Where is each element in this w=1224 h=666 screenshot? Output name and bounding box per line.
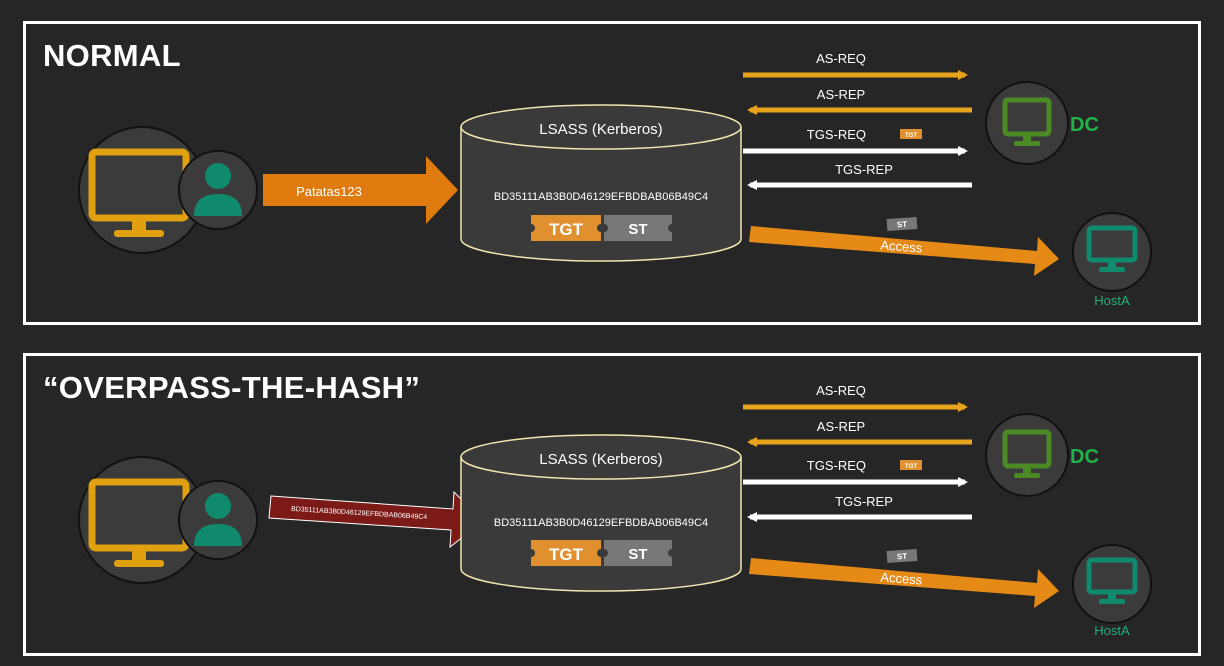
host-label: HostA <box>1094 623 1130 638</box>
panel-title: NORMAL <box>43 38 181 73</box>
hash-text: BD35111AB3B0D46129EFBDBAB06B49C4 <box>494 191 708 203</box>
svg-text:Access: Access <box>880 237 923 255</box>
access-ticket: ST <box>886 548 918 564</box>
dc-icon <box>985 413 1069 497</box>
tgs-req-ticket: TGT <box>900 129 922 139</box>
host-icon <box>1072 212 1152 292</box>
svg-text:ST: ST <box>897 220 908 230</box>
svg-text:Access: Access <box>880 569 923 587</box>
lsass-title: LSASS (Kerberos) <box>539 121 662 138</box>
lsass-title: LSASS (Kerberos) <box>539 451 662 468</box>
host-label: HostA <box>1094 293 1130 308</box>
svg-text:ST: ST <box>897 552 908 562</box>
normal-diagram: Patatas123 LSASS (Kerberos) BD35111AB3B0… <box>78 51 1152 308</box>
svg-text:TGT: TGT <box>549 545 584 564</box>
workstation-icon <box>78 456 206 584</box>
access-arrow: Access ST <box>749 216 1059 276</box>
svg-text:TGS-REQ: TGS-REQ <box>807 458 866 473</box>
panel-overpass-the-hash: “OVERPASS-THE-HASH” BD35111AB3B0D46129EF… <box>23 353 1201 656</box>
tgt-ticket: TGT <box>531 215 601 241</box>
tgt-ticket: TGT <box>531 540 601 566</box>
svg-text:AS-REQ: AS-REQ <box>816 51 866 66</box>
svg-text:ST: ST <box>628 546 647 563</box>
overpass-diagram: BD35111AB3B0D46129EFBDBAB06B49C4 LSASS (… <box>78 383 1152 638</box>
tgs-rep-arrow: TGS-REP <box>747 162 972 190</box>
svg-text:AS-REP: AS-REP <box>817 87 865 102</box>
lsass-cylinder: LSASS (Kerberos) BD35111AB3B0D46129EFBDB… <box>460 104 742 262</box>
tgs-req-arrow: TGS-REQ TGT <box>743 458 968 487</box>
as-req-arrow: AS-REQ <box>743 383 968 412</box>
tgs-req-ticket: TGT <box>900 460 922 470</box>
as-rep-arrow: AS-REP <box>747 87 972 115</box>
user-icon <box>178 480 258 560</box>
hash-text: BD35111AB3B0D46129EFBDBAB06B49C4 <box>494 517 708 529</box>
dc-icon <box>985 81 1069 165</box>
credential-arrow: BD35111AB3B0D46129EFBDBAB06B49C4 <box>268 490 484 549</box>
as-req-arrow: AS-REQ <box>743 51 968 80</box>
svg-text:TGT: TGT <box>549 220 584 239</box>
host-icon <box>1072 544 1152 624</box>
svg-text:AS-REQ: AS-REQ <box>816 383 866 398</box>
as-rep-arrow: AS-REP <box>747 419 972 447</box>
lsass-cylinder: LSASS (Kerberos) BD35111AB3B0D46129EFBDB… <box>460 434 742 592</box>
user-icon <box>178 150 258 230</box>
dc-label: DC <box>1070 446 1099 468</box>
svg-text:TGT: TGT <box>905 133 917 139</box>
access-arrow: Access ST <box>749 548 1059 608</box>
svg-text:TGS-REP: TGS-REP <box>835 494 893 509</box>
tgs-req-arrow: TGS-REQ TGT <box>743 127 968 156</box>
tgs-rep-arrow: TGS-REP <box>747 494 972 522</box>
svg-text:ST: ST <box>628 221 647 238</box>
access-ticket: ST <box>886 216 918 232</box>
st-ticket: ST <box>604 540 672 566</box>
svg-text:TGT: TGT <box>905 464 917 470</box>
svg-text:AS-REP: AS-REP <box>817 419 865 434</box>
panel-normal: NORMAL Patatas123 <box>23 21 1201 325</box>
svg-text:TGS-REP: TGS-REP <box>835 162 893 177</box>
credential-arrow: Patatas123 <box>263 156 458 224</box>
svg-text:TGS-REQ: TGS-REQ <box>807 127 866 142</box>
panel-title: “OVERPASS-THE-HASH” <box>43 370 421 405</box>
credential-text: Patatas123 <box>296 184 362 199</box>
st-ticket: ST <box>604 215 672 241</box>
dc-label: DC <box>1070 114 1099 136</box>
